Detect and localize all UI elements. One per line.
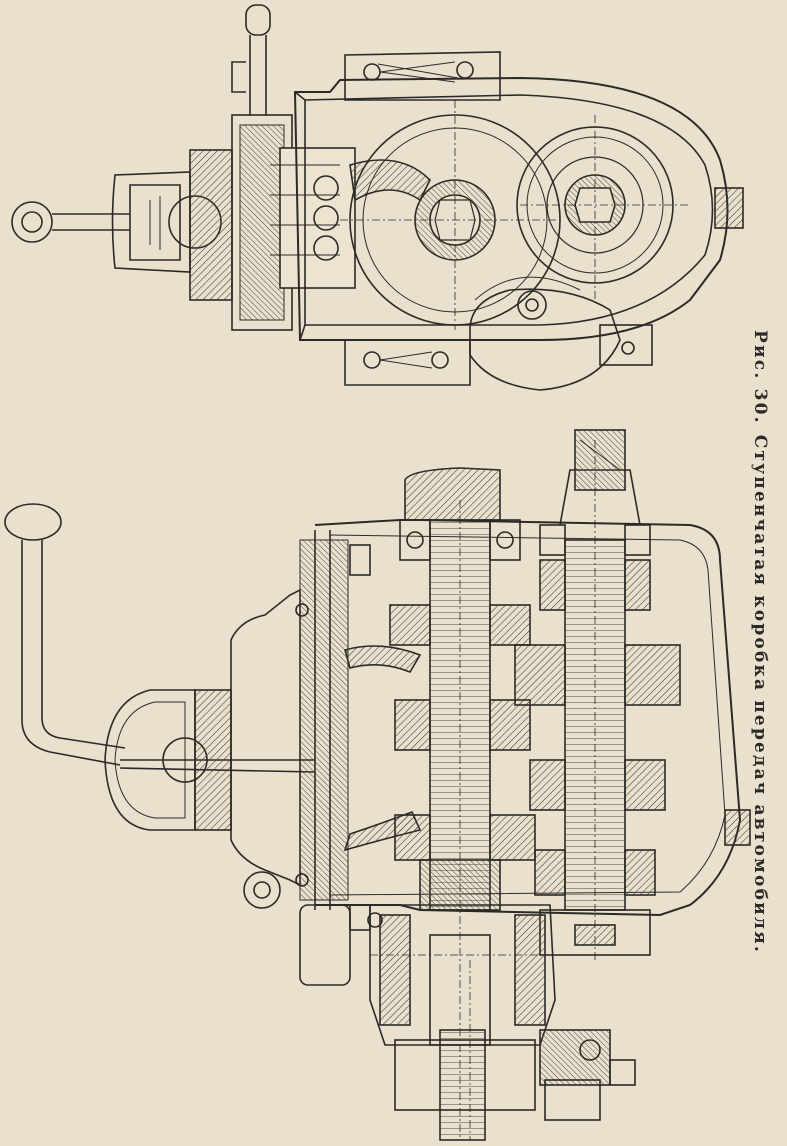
longitudinal-section-view [4, 429, 751, 1141]
transverse-section-view [11, 4, 744, 391]
counter-shaft-gears [514, 559, 681, 896]
lever-dome-longitudinal [104, 689, 316, 831]
main-shaft-gears [389, 604, 536, 861]
center-lines-transverse [340, 100, 690, 330]
lever-dome-housing [111, 149, 233, 301]
gearbox-case-longitudinal [314, 519, 751, 917]
figure-number: Рис. 30. [750, 330, 770, 425]
bearings [399, 519, 651, 956]
case-bolts [295, 544, 383, 931]
gear-lower-transverse [469, 276, 621, 391]
figure-title: Ступенчатая коробка передач автомобиля. [750, 434, 770, 954]
counter-shaft [564, 440, 626, 960]
drive-flange-top [404, 429, 641, 526]
gearbox-case-transverse [293, 51, 744, 386]
gear-lever-top [231, 4, 271, 115]
figure-caption: Рис. 30. Ступенчатая коробка передач авто… [750, 330, 770, 954]
gear-lever-knob-left [11, 201, 130, 243]
rear-extension-housing [369, 904, 636, 1141]
gear-lever-longitudinal [4, 503, 126, 766]
shift-rail-housing [231, 114, 356, 331]
